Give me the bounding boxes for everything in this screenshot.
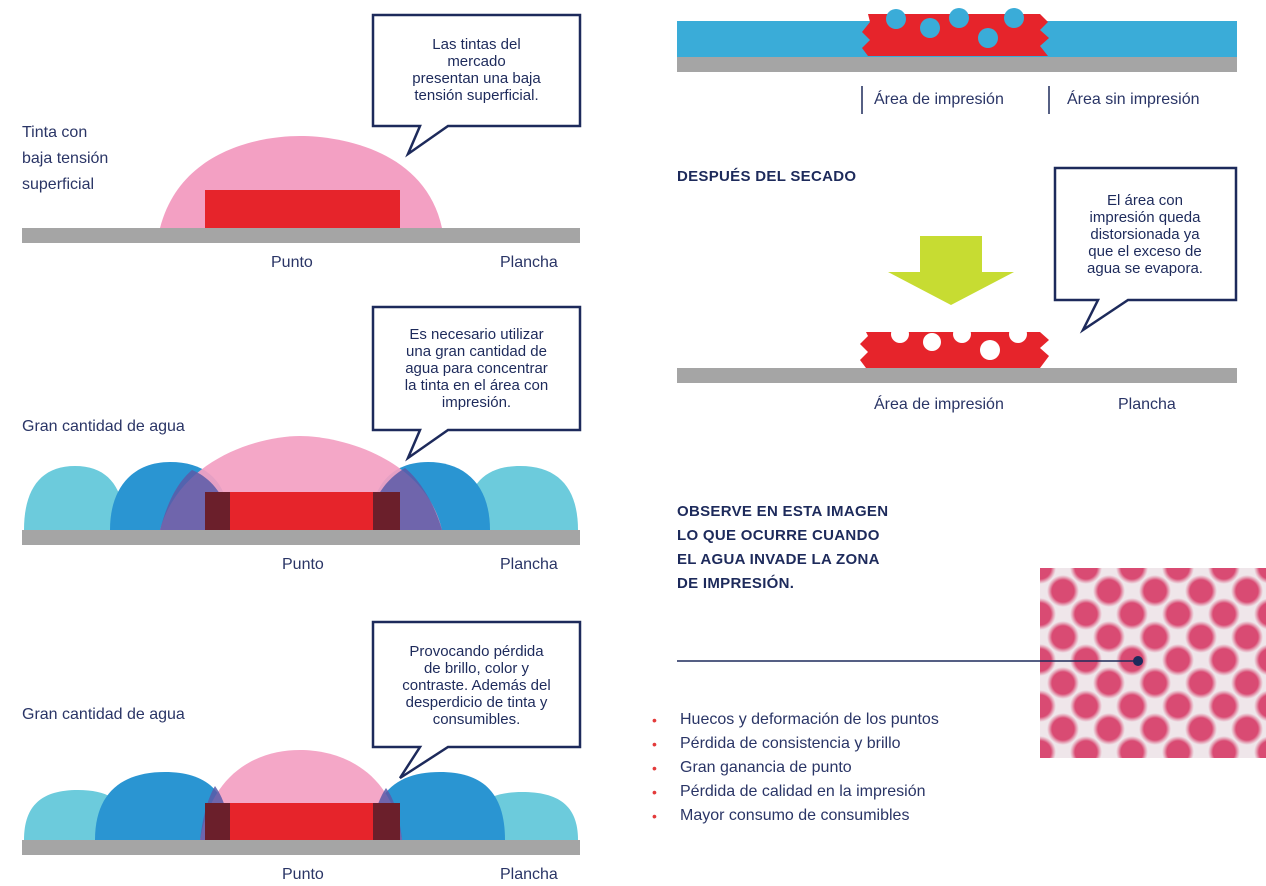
bullet-icon: • [652,736,657,752]
label-no-print-area: Área sin impresión [1067,91,1200,108]
print-area-dry [860,332,1049,368]
void-hole [891,325,909,343]
panel1-side-label: Tinta con baja tensión superficial [22,124,109,193]
water-droplet [886,9,906,29]
drying-callout-bubble [1053,166,1238,334]
print-area-wet [862,14,1049,56]
void-hole [953,325,971,343]
water-droplet [949,8,969,28]
list-item: •Mayor consumo de consumibles [652,804,939,828]
water-droplet [1004,8,1024,28]
bullet-icon: • [652,712,657,728]
water-droplet [978,28,998,48]
list-item: •Huecos y deformación de los puntos [652,708,939,732]
panel3-water-left [95,772,230,840]
list-item: •Gran ganancia de punto [652,756,939,780]
microscope-photo [1040,568,1266,758]
panel2-label-dot: Punto [282,556,324,573]
panel2-label-plate: Plancha [500,556,558,573]
drying-label-print: Área de impresión [874,396,1004,413]
top-right-graphic [677,8,1237,114]
list-item: •Pérdida de calidad en la impresión [652,780,939,804]
void-hole [980,340,1000,360]
panel2-graphic [22,305,582,545]
panel3-dot-overlap-left [205,803,230,840]
consequences-list: •Huecos y deformación de los puntos •Pér… [652,708,939,828]
panel2-callout-bubble [371,305,582,462]
water-droplet [920,18,940,38]
panel3-plate [22,840,580,855]
panel2-dot-overlap-right [373,492,400,530]
panel3-callout-text: Provocando pérdida de brillo, color y co… [402,642,551,728]
observe-heading: OBSERVE EN ESTA IMAGEN LO QUE OCURRE CUA… [677,503,889,592]
panel3-graphic [22,620,582,855]
panel3-label-plate: Plancha [500,866,558,883]
label-print-area: Área de impresión [874,91,1004,108]
bullet-icon: • [652,808,657,824]
panel1-label-plate: Plancha [500,254,558,271]
drying-plate [677,368,1237,383]
panel3-side-label: Gran cantidad de agua [22,706,185,723]
panel1-callout-text: Las tintas del mercado presentan una baj… [412,36,541,104]
void-hole [923,333,941,351]
bullet-icon: • [652,760,657,776]
drying-graphic [677,166,1238,383]
panel2-water-left-outer [24,466,125,530]
void-hole [1009,325,1027,343]
panel2-callout-text: Es necesario utilizar una gran cantidad … [404,325,549,411]
down-arrow [888,236,1014,305]
panel1-print-dot [205,190,400,228]
panel3-dot-overlap-right [373,803,400,840]
panel2-plate [22,530,580,545]
panel2-side-label: Gran cantidad de agua [22,418,185,435]
list-item: •Pérdida de consistencia y brillo [652,732,939,756]
panel1-graphic [22,13,582,243]
drying-heading: DESPUÉS DEL SECADO [677,168,857,185]
top-right-plate [677,57,1237,72]
drying-label-plate: Plancha [1118,396,1176,413]
panel3-label-dot: Punto [282,866,324,883]
panel3-callout-bubble [371,620,582,780]
panel3-water-right [372,772,505,840]
panel2-water-right-outer [465,466,578,530]
panel3-print-dot [205,803,400,840]
drying-callout-text: El área con impresión queda distorsionad… [1087,191,1203,277]
bullet-icon: • [652,784,657,800]
panel1-callout-bubble [371,13,582,158]
panel2-dot-overlap-left [205,492,230,530]
panel2-print-dot [205,492,400,530]
panel1-label-dot: Punto [271,254,313,271]
panel1-plate [22,228,580,243]
